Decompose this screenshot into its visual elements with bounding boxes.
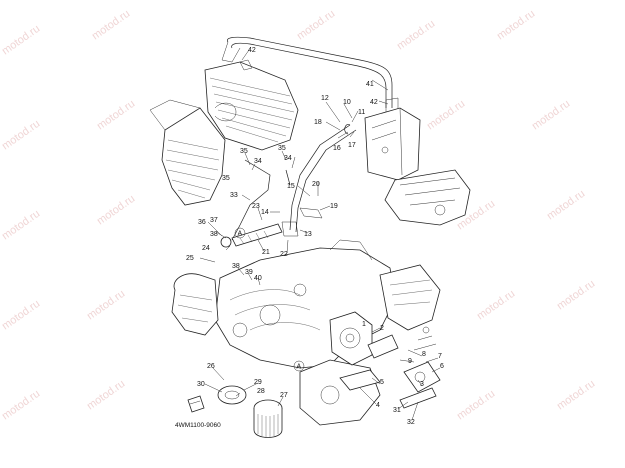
callout-18: 18 [314, 119, 322, 126]
watermark-text: motod.ru [90, 8, 132, 43]
cylinder-head [204, 59, 299, 151]
callout-32: 32 [407, 419, 415, 426]
callout-6: 6 [440, 363, 444, 370]
oil-tank [364, 107, 471, 226]
leader-lines [199, 49, 441, 421]
watermark-text: motod.ru [475, 288, 517, 323]
watermark-text: motod.ru [395, 18, 437, 53]
callout-27: 27 [280, 392, 288, 399]
callout-30: 30 [197, 381, 205, 388]
callout-5: 5 [380, 379, 384, 386]
callout-17: 17 [348, 142, 356, 149]
callout-35: 35 [240, 148, 248, 155]
callout-39: 39 [245, 269, 253, 276]
tensioner-parts [399, 326, 441, 409]
callout-29: 29 [254, 379, 262, 386]
watermark-text: motod.ru [85, 378, 127, 413]
callout-34: 34 [254, 158, 262, 165]
callout-8: 8 [422, 351, 426, 358]
callout-19: 19 [330, 203, 338, 210]
watermark-text: motod.ru [425, 98, 467, 133]
callout-a: A [238, 231, 243, 238]
reference-a-marker [293, 360, 305, 372]
watermark-text: motod.ru [0, 23, 42, 58]
callout-15: 15 [287, 183, 295, 190]
callout-2: 2 [380, 325, 384, 332]
callout-7: 7 [438, 353, 442, 360]
callout-31: 31 [393, 407, 401, 414]
callout-21: 21 [262, 249, 270, 256]
callout-33: 33 [230, 192, 238, 199]
callout-24: 24 [202, 245, 210, 252]
callout-9: 9 [408, 358, 412, 365]
callout-11: 11 [358, 109, 365, 116]
diagram-code: 4WM1100-9060 [175, 422, 221, 429]
oil-strainer-shaft [220, 223, 283, 248]
watermark-text: motod.ru [545, 188, 587, 223]
callout-23: 23 [252, 203, 260, 210]
callout-labels: 42 41 42 12 10 18 11 16 17 35 34 35 35 3… [186, 47, 444, 426]
watermark-text: motod.ru [530, 98, 572, 133]
callout-42: 42 [248, 47, 256, 54]
cylinder-block [149, 99, 226, 206]
callout-38: 38 [232, 263, 240, 270]
callout-41: 41 [366, 81, 374, 88]
callout-35: 35 [278, 145, 286, 152]
oil-delivery-pipes [231, 124, 357, 241]
oil-pump [329, 311, 399, 391]
callout-38: 38 [210, 231, 218, 238]
callout-34: 34 [284, 155, 292, 162]
watermark-text: motod.ru [295, 8, 337, 43]
callout-16: 16 [333, 145, 341, 152]
callout-22: 22 [280, 251, 288, 258]
callout-3: 3 [420, 381, 424, 388]
watermark-text: motod.ru [85, 288, 127, 323]
crankcase-cover [171, 273, 219, 336]
watermark-text: motod.ru [0, 208, 42, 243]
callout-20: 20 [312, 181, 320, 188]
callout-26: 26 [207, 363, 215, 370]
watermark-text: motod.ru [95, 98, 137, 133]
reference-a-marker [234, 227, 246, 239]
watermark-text: motod.ru [455, 388, 497, 423]
callout-a: A [297, 364, 302, 371]
watermark-text: motod.ru [0, 298, 42, 333]
watermark-text: motod.ru [0, 388, 42, 423]
callout-35: 35 [222, 175, 230, 182]
oil-filter [187, 385, 283, 438]
watermark-text: motod.ru [95, 193, 137, 228]
breather-hose [221, 36, 399, 115]
callout-28: 28 [257, 388, 265, 395]
callout-10: 10 [343, 99, 351, 106]
watermark-text: motod.ru [555, 378, 597, 413]
callout-1: 1 [362, 321, 366, 328]
watermark-text: motod.ru [0, 118, 42, 153]
callout-12: 12 [321, 95, 329, 102]
callout-36: 36 [198, 219, 206, 226]
callout-4: 4 [376, 402, 380, 409]
watermark-text: motod.ru [495, 8, 537, 43]
callout-40: 40 [254, 275, 262, 282]
callout-37: 37 [210, 217, 218, 224]
callout-25: 25 [186, 255, 194, 262]
callout-14: 14 [261, 209, 269, 216]
watermark-text: motod.ru [555, 278, 597, 313]
callout-42: 42 [370, 99, 378, 106]
callout-13: 13 [304, 231, 312, 238]
